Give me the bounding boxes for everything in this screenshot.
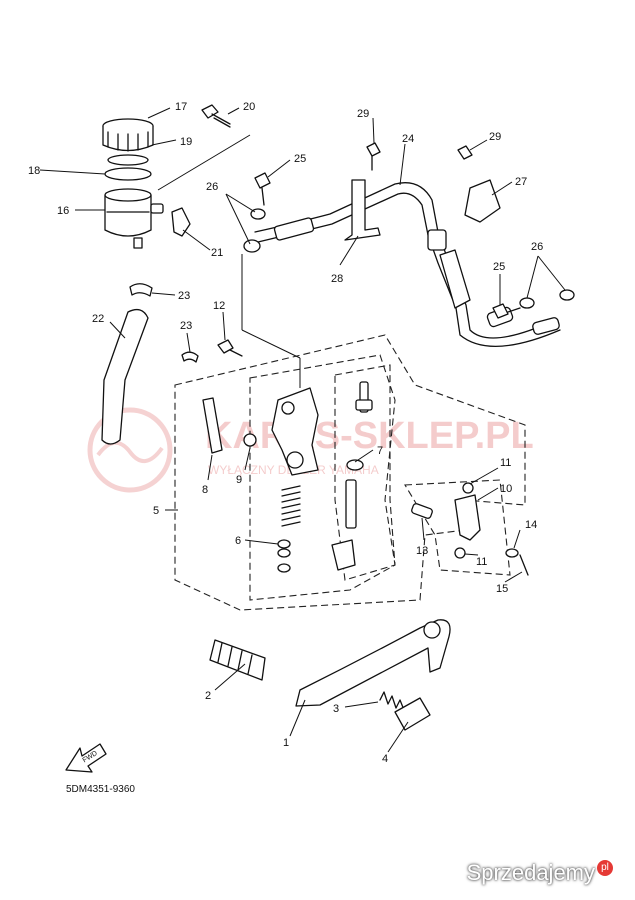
callout-4: 4 — [382, 753, 388, 765]
callout-1: 1 — [283, 737, 289, 749]
pin-13 — [411, 503, 433, 519]
callout-19: 19 — [180, 136, 192, 148]
brand-name: Sprzedajemy — [466, 860, 595, 885]
callout-27: 27 — [515, 176, 527, 188]
callout-2: 2 — [205, 690, 211, 702]
callout-18: 18 — [28, 165, 40, 177]
hose-clamp-23a — [129, 283, 153, 297]
brake-pedal-1 — [295, 619, 451, 707]
bolt-20 — [201, 104, 231, 128]
hose-joint-8 — [202, 397, 223, 454]
callout-16: 16 — [57, 205, 69, 217]
union-bolt-25a — [254, 172, 271, 189]
callout-25-upper: 25 — [294, 153, 306, 165]
callout-21: 21 — [211, 247, 223, 259]
bolt-29a — [366, 142, 381, 157]
callout-20: 20 — [243, 101, 255, 113]
part-code: 5DM4351-9360 — [66, 784, 135, 795]
callout-26-right: 26 — [531, 241, 543, 253]
reservoir-tank — [104, 194, 152, 237]
assembly-outline-7 — [334, 364, 396, 581]
copper-washer-26d — [559, 289, 575, 301]
callout-9: 9 — [236, 474, 242, 486]
hose-guide-27 — [464, 179, 501, 223]
nut-11b — [454, 547, 466, 559]
callout-15: 15 — [496, 583, 508, 595]
bolt-29b — [457, 145, 473, 160]
callout-8: 8 — [202, 484, 208, 496]
washer-14 — [505, 548, 519, 558]
callout-10: 10 — [500, 483, 512, 495]
assembly-outline-5 — [174, 334, 526, 611]
reservoir-plate — [107, 154, 149, 166]
clip-21 — [171, 207, 191, 237]
watermark-logo-icon — [87, 407, 173, 493]
return-spring-3 — [379, 691, 405, 711]
callout-14: 14 — [525, 519, 537, 531]
callout-6: 6 — [235, 535, 241, 547]
assembly-outline-10 — [404, 479, 511, 576]
callout-7: 7 — [377, 445, 383, 457]
hose-holder-28 — [344, 179, 381, 241]
reservoir-diaphragm — [104, 167, 152, 181]
callout-26-upper: 26 — [206, 181, 218, 193]
callout-22: 22 — [92, 313, 104, 325]
brand-badge: pl — [597, 860, 613, 876]
callout-12: 12 — [213, 300, 225, 312]
callout-23-lower: 23 — [180, 320, 192, 332]
callout-11-upper: 11 — [500, 457, 511, 469]
pedal-rubber-2 — [209, 639, 266, 681]
callout-29-right: 29 — [489, 131, 501, 143]
reservoir-hose-22 — [101, 308, 149, 445]
watermark-title: KARAS-SKLEP.PL — [205, 415, 534, 457]
copper-washer-26b — [243, 239, 261, 253]
bolt-12 — [217, 339, 243, 357]
callout-labels: 17 20 19 18 16 21 23 22 23 12 29 24 25 2… — [28, 101, 543, 765]
callout-3: 3 — [333, 703, 339, 715]
copper-washer-26c — [519, 297, 535, 309]
fwd-arrow-icon: FWD — [65, 743, 107, 773]
callout-29-left: 29 — [357, 108, 369, 120]
reservoir-assembly — [102, 118, 164, 249]
callout-25-right: 25 — [493, 261, 505, 273]
leader-lines — [39, 107, 566, 753]
callout-28: 28 — [331, 273, 343, 285]
collar-4 — [394, 697, 431, 731]
callout-5: 5 — [153, 505, 159, 517]
union-bolt-25b — [492, 303, 509, 319]
screw-9 — [243, 433, 257, 447]
nut-11a — [462, 482, 474, 494]
brake-hose-24 — [254, 182, 561, 348]
callout-13: 13 — [416, 545, 428, 557]
hose-clamp-23b — [181, 351, 199, 363]
callout-11-lower: 11 — [476, 556, 487, 568]
piston-kit-6 — [277, 485, 301, 573]
callout-24: 24 — [402, 133, 414, 145]
callout-17: 17 — [175, 101, 187, 113]
push-rod-7 — [331, 381, 373, 571]
cotter-pin-15 — [519, 554, 529, 576]
clevis-10 — [454, 494, 481, 541]
callout-23-upper: 23 — [178, 290, 190, 302]
assembly-outline-6 — [249, 354, 396, 601]
